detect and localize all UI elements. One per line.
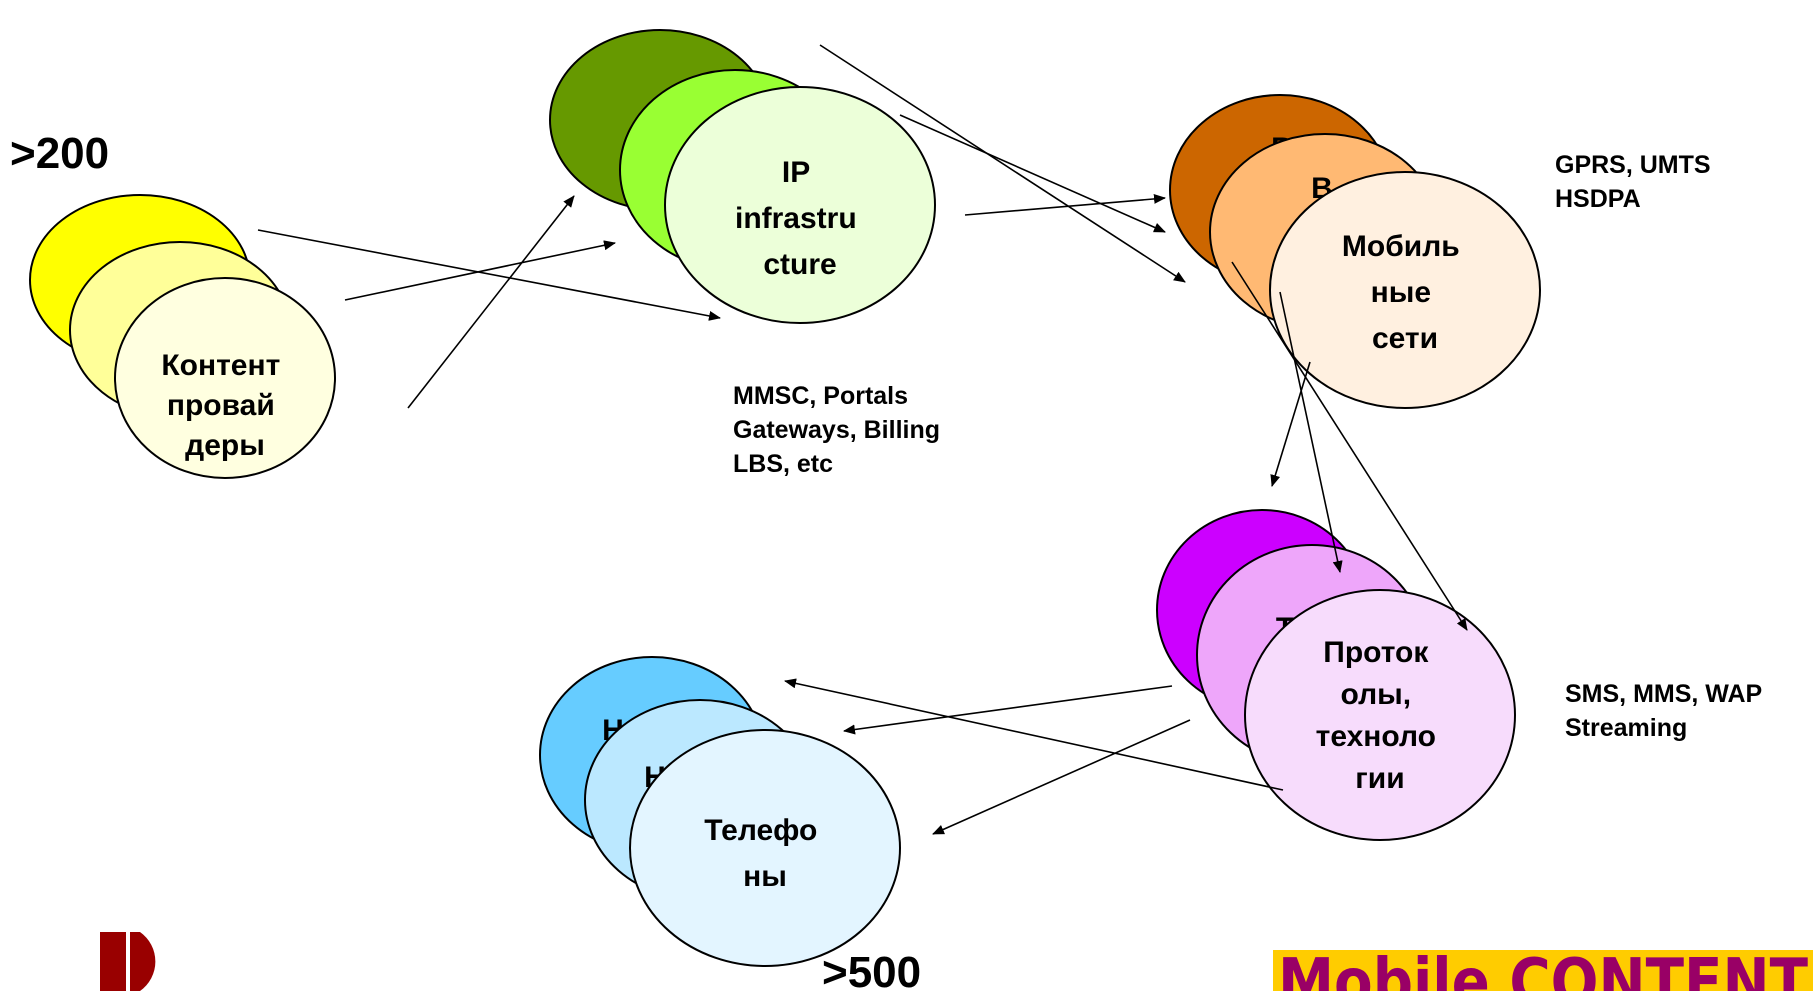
arrow-ip-to-mobile-1: [964, 193, 1166, 216]
arrow-protocols-to-phones-3: [784, 678, 1284, 791]
content-label-line-2: провай: [167, 389, 275, 422]
protocols-label: Проток олы, техноло гии: [1316, 636, 1445, 795]
protocols-list-line-2: Streaming: [1565, 714, 1687, 742]
content-label: Контент провай деры: [161, 349, 288, 462]
phones-label-line-2: ны: [743, 860, 787, 893]
content-label-line-3: деры: [185, 429, 265, 462]
arrows: [257, 44, 1468, 835]
protocols-label-line-4: гии: [1355, 762, 1404, 795]
mobile-label-line-3: сети: [1372, 322, 1438, 355]
arrow-mobile-to-protocols-1: [1270, 361, 1311, 487]
arrow-protocols-to-phones-2: [932, 719, 1191, 835]
ip-infrastructure-node: IP infrastru cture: [549, 29, 936, 324]
protocols-front-ellipse: [1244, 589, 1516, 841]
mobile-front-ellipse: [1269, 171, 1541, 409]
phones-count: >500: [822, 948, 921, 991]
ip-services-line-2: Gateways, Billing: [733, 416, 940, 444]
ip-label-line-3: cture: [763, 248, 836, 281]
arrow-content-to-ip-top: [407, 195, 575, 409]
protocols-node: Tr Tr Проток олы, техноло гии: [1156, 509, 1516, 841]
content-front-ellipse: [114, 277, 336, 479]
protocols-label-line-2: олы,: [1341, 678, 1412, 711]
content-providers-node: C C Контент провай деры: [29, 194, 336, 479]
content-label-line-1: Контент: [161, 349, 280, 382]
arrow-content-to-ip-mid: [344, 240, 616, 301]
bottom-right-logo: Mobile CONTENT: [1273, 946, 1813, 991]
ip-label-line-2: infrastru: [735, 202, 857, 235]
mobile-label-line-2: ные: [1371, 276, 1431, 309]
mobile-tech-line-1: GPRS, UMTS: [1555, 151, 1711, 179]
arrow-ip-to-mobile-2: [819, 44, 1186, 283]
arrow-protocols-to-phones-1: [843, 685, 1173, 735]
protocols-label-line-3: техноло: [1316, 720, 1436, 753]
arrow-mobile-to-protocols-2: [1279, 291, 1343, 573]
arrow-ip-to-mobile-3: [899, 114, 1166, 233]
ip-label: IP infrastru cture: [735, 156, 865, 281]
phones-node: H H Телефо ны: [539, 656, 901, 967]
phones-front-ellipse: [629, 729, 901, 967]
phones-label-line-1: Телефо: [704, 814, 817, 847]
ip-label-line-1: IP: [782, 156, 810, 189]
ip-services-line-1: MMSC, Portals: [733, 382, 908, 410]
protocols-list-line-1: SMS, MMS, WAP: [1565, 680, 1762, 708]
ip-services-note: MMSC, Portals Gateways, Billing LBS, etc: [733, 382, 947, 478]
mobile-tech-note: GPRS, UMTS HSDPA: [1555, 151, 1718, 213]
protocols-label-line-1: Проток: [1323, 636, 1429, 669]
protocols-list-note: SMS, MMS, WAP Streaming: [1565, 680, 1769, 742]
ip-services-line-3: LBS, etc: [733, 450, 833, 478]
bottom-left-logo: [100, 932, 156, 991]
ip-front-ellipse: [664, 86, 936, 324]
bottom-right-logo-text: Mobile CONTENT: [1278, 946, 1808, 991]
arrow-content-to-ip-lower: [257, 229, 721, 321]
phones-label: Телефо ны: [704, 814, 825, 893]
arrow-mobile-to-protocols-3: [1231, 261, 1468, 631]
mobile-label-line-1: Мобиль: [1342, 230, 1460, 263]
mobile-tech-line-2: HSDPA: [1555, 185, 1641, 213]
content-count: >200: [10, 129, 109, 178]
mobile-label: Мобиль ные сети: [1342, 230, 1468, 355]
mobile-networks-node: B B Мобиль ные сети: [1169, 94, 1541, 409]
